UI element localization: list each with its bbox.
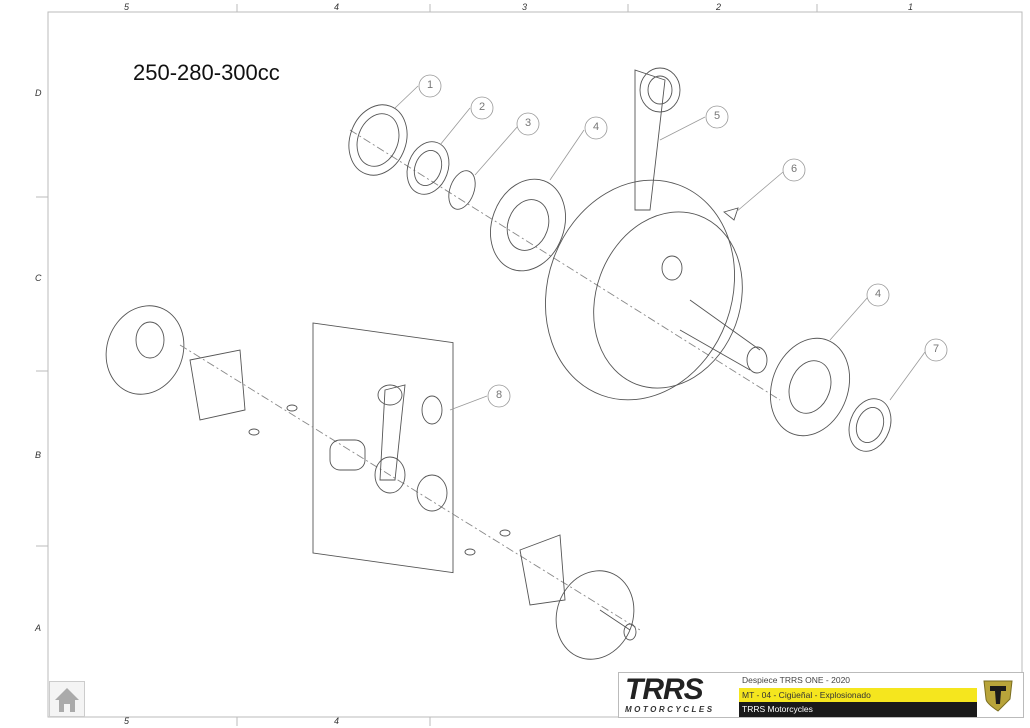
callout-3: 3 [525,117,532,129]
zone-label: 1 [908,2,914,12]
callouts [394,74,948,411]
callout-1: 1 [427,79,434,91]
zone-label: 2 [716,2,722,12]
title-line-1: Despiece TRRS ONE - 2020 [742,675,851,685]
title-line-3: TRRS Motorcycles [739,702,977,717]
crankshaft-exploded-view [105,67,892,660]
zone-label: 5 [124,2,130,12]
callout-6: 6 [791,163,798,175]
logo-subtext: MOTORCYCLES [625,705,715,714]
zone-label: 4 [334,2,340,12]
trrs-shield-icon [983,680,1013,712]
zone-label: 3 [522,2,528,12]
zone-label: B [35,450,42,460]
zone-label: D [35,88,42,98]
home-icon [55,688,79,712]
callout-4b: 4 [875,288,882,300]
zone-label: A [35,623,42,633]
callout-5: 5 [714,110,721,122]
home-button[interactable] [49,681,85,717]
callout-8: 8 [496,389,503,401]
callout-7: 7 [933,343,940,355]
zone-label: C [35,273,42,283]
logo-text: TRRS [625,673,704,706]
zone-label: 5 [124,716,130,726]
callout-2: 2 [479,101,486,113]
callout-4: 4 [593,121,600,133]
drawing-title: 250-280-300cc [133,60,280,85]
title-block: TRRS MOTORCYCLES Despiece TRRS ONE - 202… [618,672,1024,718]
title-line-2: MT - 04 - Cigüeñal - Explosionado [739,687,977,703]
trrs-logo: TRRS MOTORCYCLES [619,673,739,717]
zone-label: 4 [334,716,340,726]
